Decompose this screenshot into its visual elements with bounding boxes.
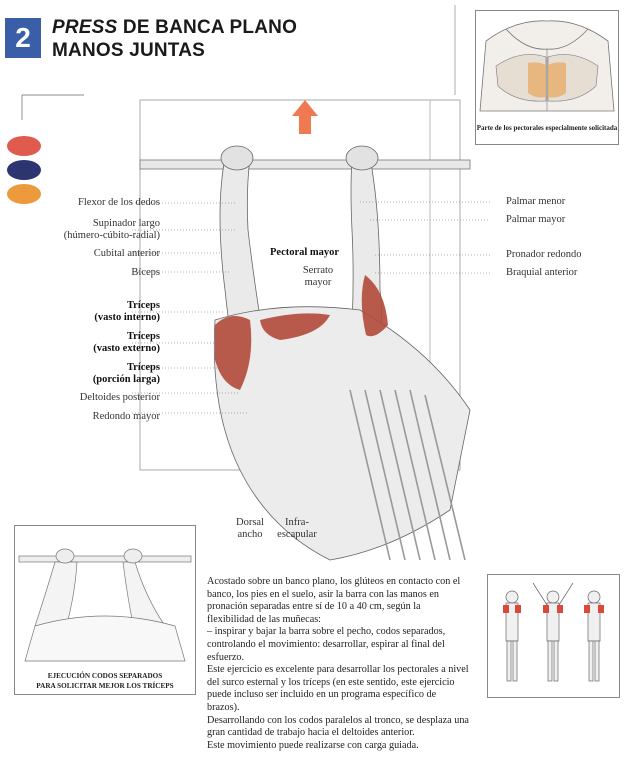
label-dorsal-2: ancho	[237, 529, 263, 540]
exercise-description: Acostado sobre un banco plano, los glúte…	[207, 576, 469, 752]
label-supinador: Supinador largo	[92, 218, 160, 229]
label-cubital: Cubital anterior	[93, 248, 160, 259]
label-serrato: Serrato	[302, 265, 334, 276]
label-supinador-sub: (húmero-cúbito-radial)	[63, 230, 160, 241]
description-paragraph-1: Acostado sobre un banco plano, los glúte…	[207, 576, 461, 625]
title-rest: DE BANCA PLANO	[122, 17, 298, 38]
elbows-apart-illustration	[18, 548, 192, 662]
bench-press-illustration	[130, 99, 490, 561]
description-paragraph-5: Este movimiento puede realizarse con car…	[207, 739, 419, 751]
label-redondo: Redondo mayor	[92, 411, 160, 422]
title-italic: PRESS	[52, 17, 118, 38]
label-vasto-interno: (vasto interno)	[94, 312, 160, 323]
orange-dot-icon	[7, 184, 41, 204]
label-palmar-menor: Palmar menor	[506, 196, 566, 207]
inset-bottom-caption-1: EJECUCIÓN CODOS SEPARADOS	[47, 672, 163, 680]
label-deltoides: Deltoides posterior	[79, 392, 160, 403]
exercise-number-badge: 2	[5, 18, 41, 58]
label-triceps-2: Tríceps	[126, 331, 160, 342]
label-braquial: Braquial anterior	[506, 267, 578, 278]
label-porcion-larga: (porción larga)	[92, 374, 160, 385]
description-paragraph-4: Desarrollando con los codos paralelos al…	[207, 714, 469, 739]
label-triceps-3: Tríceps	[126, 362, 160, 373]
label-dorsal: Dorsal	[236, 517, 264, 528]
torso-illustration	[479, 20, 615, 112]
label-serrato-2: mayor	[304, 277, 332, 288]
inset-pectorals: Parte de los pectorales especialmente so…	[475, 10, 619, 145]
label-infra: Infra-	[285, 517, 309, 528]
label-triceps-1: Tríceps	[126, 300, 160, 311]
red-dot-icon	[7, 136, 41, 156]
up-arrow-icon	[292, 100, 318, 134]
label-flexor-dedos: Flexor de los dedos	[78, 197, 160, 208]
inset-muscle-figures	[487, 574, 620, 698]
navy-dot-icon	[7, 160, 41, 180]
inset-elbows-apart: EJECUCIÓN CODOS SEPARADOS PARA SOLICITAR…	[14, 525, 196, 695]
inset-bottom-caption-2: PARA SOLICITAR MEJOR LOS TRÍCEPS	[36, 682, 174, 690]
description-paragraph-2: – inspirar y bajar la barra sobre el pec…	[207, 626, 446, 663]
label-biceps: Bíceps	[131, 267, 160, 278]
title-line-2: MANOS JUNTAS	[52, 40, 205, 61]
label-pronador: Pronador redondo	[506, 249, 582, 260]
label-palmar-mayor: Palmar mayor	[506, 214, 566, 225]
muscle-figures-illustration	[503, 582, 604, 682]
label-pectoral-mayor: Pectoral mayor	[270, 247, 340, 258]
description-paragraph-3: Este ejercicio es excelente para desarro…	[207, 664, 469, 713]
label-vasto-externo: (vasto externo)	[93, 343, 160, 354]
page-title: PRESS DE BANCA PLANO MANOS JUNTAS	[52, 16, 297, 62]
inset-caption: Parte de los pectorales especialmente so…	[476, 124, 618, 132]
label-infra-2: escapular	[277, 529, 317, 540]
inset-bottom-caption: EJECUCIÓN CODOS SEPARADOS PARA SOLICITAR…	[15, 671, 195, 691]
